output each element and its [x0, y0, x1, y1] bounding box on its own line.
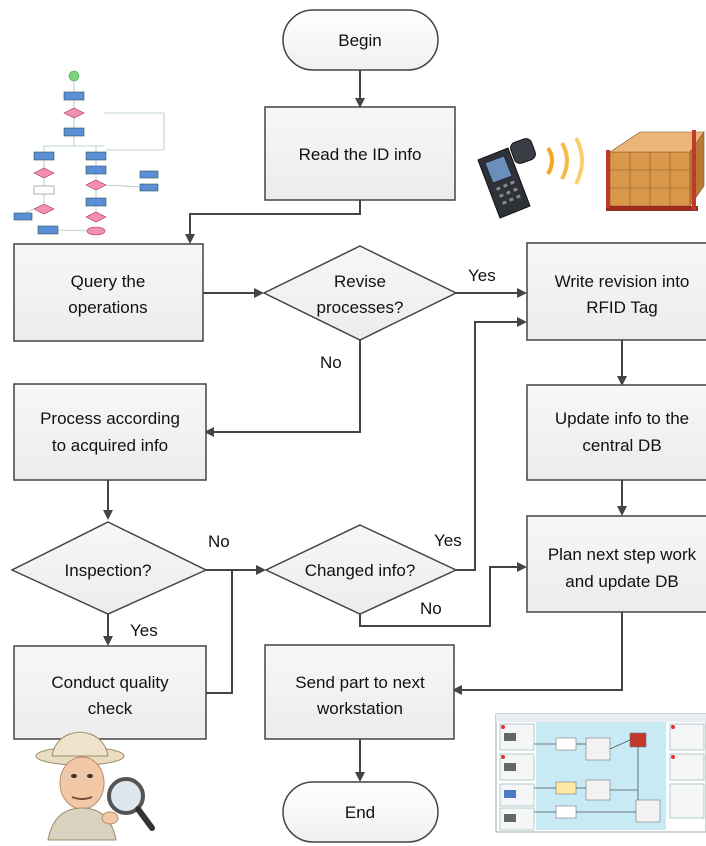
revise-yes-label: Yes [468, 266, 496, 285]
update-db-box [526, 384, 706, 481]
read-id-box [264, 106, 456, 201]
query-operations-box [13, 243, 204, 342]
workstation-ui-icon [495, 713, 706, 833]
send-label-line2: workstation [316, 699, 403, 718]
edge-read-query [185, 200, 361, 244]
process-label-line2: to acquired info [52, 436, 168, 455]
edge-changed-write [456, 317, 527, 571]
conduct-label-line2: check [88, 699, 133, 718]
plan-next-step-box [526, 515, 706, 613]
write-label-line1: Write revision into [555, 272, 690, 291]
edge-conduct-merge [206, 570, 233, 694]
changed-info-decision [264, 524, 458, 615]
revise-processes-decision [262, 245, 458, 341]
end-label: End [345, 803, 375, 822]
write-revision-box [526, 242, 706, 341]
edge-changed-plan [359, 562, 527, 627]
revise-label-line1: Revise [334, 272, 386, 291]
process-info-box [13, 383, 207, 481]
changed-yes-label: Yes [434, 531, 462, 550]
edge-revise-process [204, 340, 361, 437]
conduct-label-line1: Conduct quality [51, 673, 169, 692]
changed-label: Changed info? [305, 561, 416, 580]
read-id-label: Read the ID info [299, 145, 422, 164]
update-label-line1: Update info to the [555, 409, 689, 428]
inspection-decision [10, 521, 208, 615]
send-part-box [264, 644, 455, 740]
inspection-yes-label: Yes [130, 621, 158, 640]
inspection-label: Inspection? [65, 561, 152, 580]
begin-terminal [282, 9, 439, 71]
plan-label-line2: and update DB [565, 572, 678, 591]
process-label-line1: Process according [40, 409, 180, 428]
query-label-line2: operations [68, 298, 147, 317]
inspection-no-label: No [208, 532, 230, 551]
update-label-line2: central DB [582, 436, 661, 455]
revise-label-line2: processes? [317, 298, 404, 317]
send-label-line1: Send part to next [295, 673, 425, 692]
connectors [103, 70, 627, 782]
begin-label: Begin [338, 31, 381, 50]
end-terminal [282, 781, 439, 843]
rfid-scanner-icon [477, 130, 705, 219]
flowchart-thumbnail-icon [13, 70, 165, 236]
revise-no-label: No [320, 353, 342, 372]
edge-plan-send [452, 612, 623, 695]
inspector-magnifier-icon [35, 731, 155, 841]
plan-label-line1: Plan next step work [548, 545, 697, 564]
conduct-quality-box [13, 645, 207, 740]
query-label-line1: Query the [71, 272, 146, 291]
write-label-line2: RFID Tag [586, 298, 658, 317]
changed-no-label: No [420, 599, 442, 618]
